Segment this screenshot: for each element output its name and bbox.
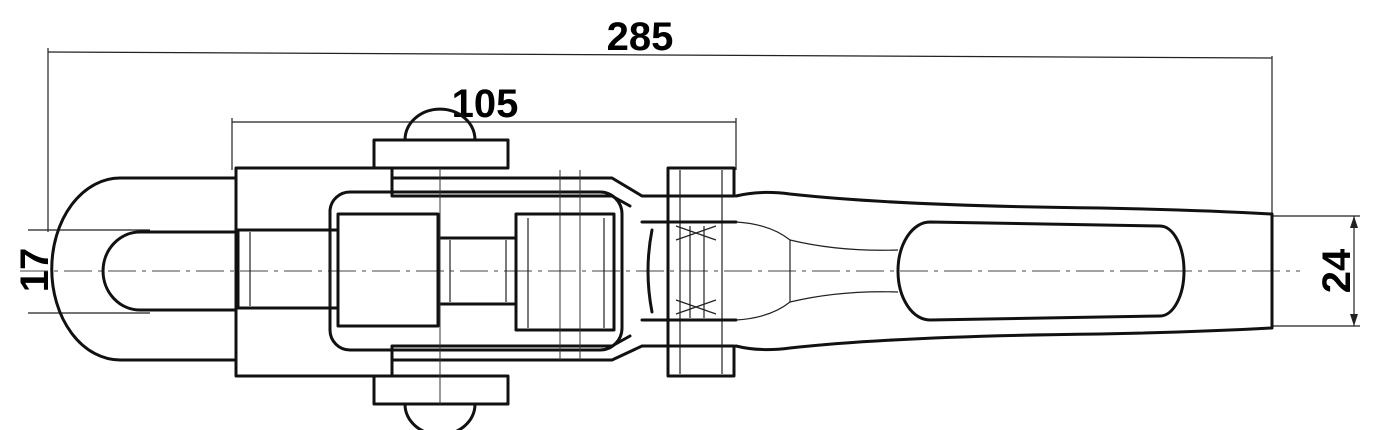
threaded-coupling — [640, 220, 791, 322]
lifting-eye — [50, 176, 238, 362]
tapered-shank — [734, 190, 1274, 352]
clevis-body — [234, 107, 670, 430]
dimension-eye-width: 17 — [13, 229, 150, 314]
clevis-length-label: 105 — [452, 82, 519, 126]
overall-length-label: 285 — [607, 15, 674, 59]
inner-rod — [236, 168, 616, 404]
dimension-overall-length: 285 — [47, 15, 1273, 232]
dimension-end-width: 24 — [1272, 215, 1360, 327]
eye-width-label: 17 — [13, 248, 57, 293]
dimension-clevis-length: 105 — [231, 82, 737, 170]
right-pin — [666, 166, 736, 378]
end-width-label: 24 — [1315, 248, 1359, 293]
